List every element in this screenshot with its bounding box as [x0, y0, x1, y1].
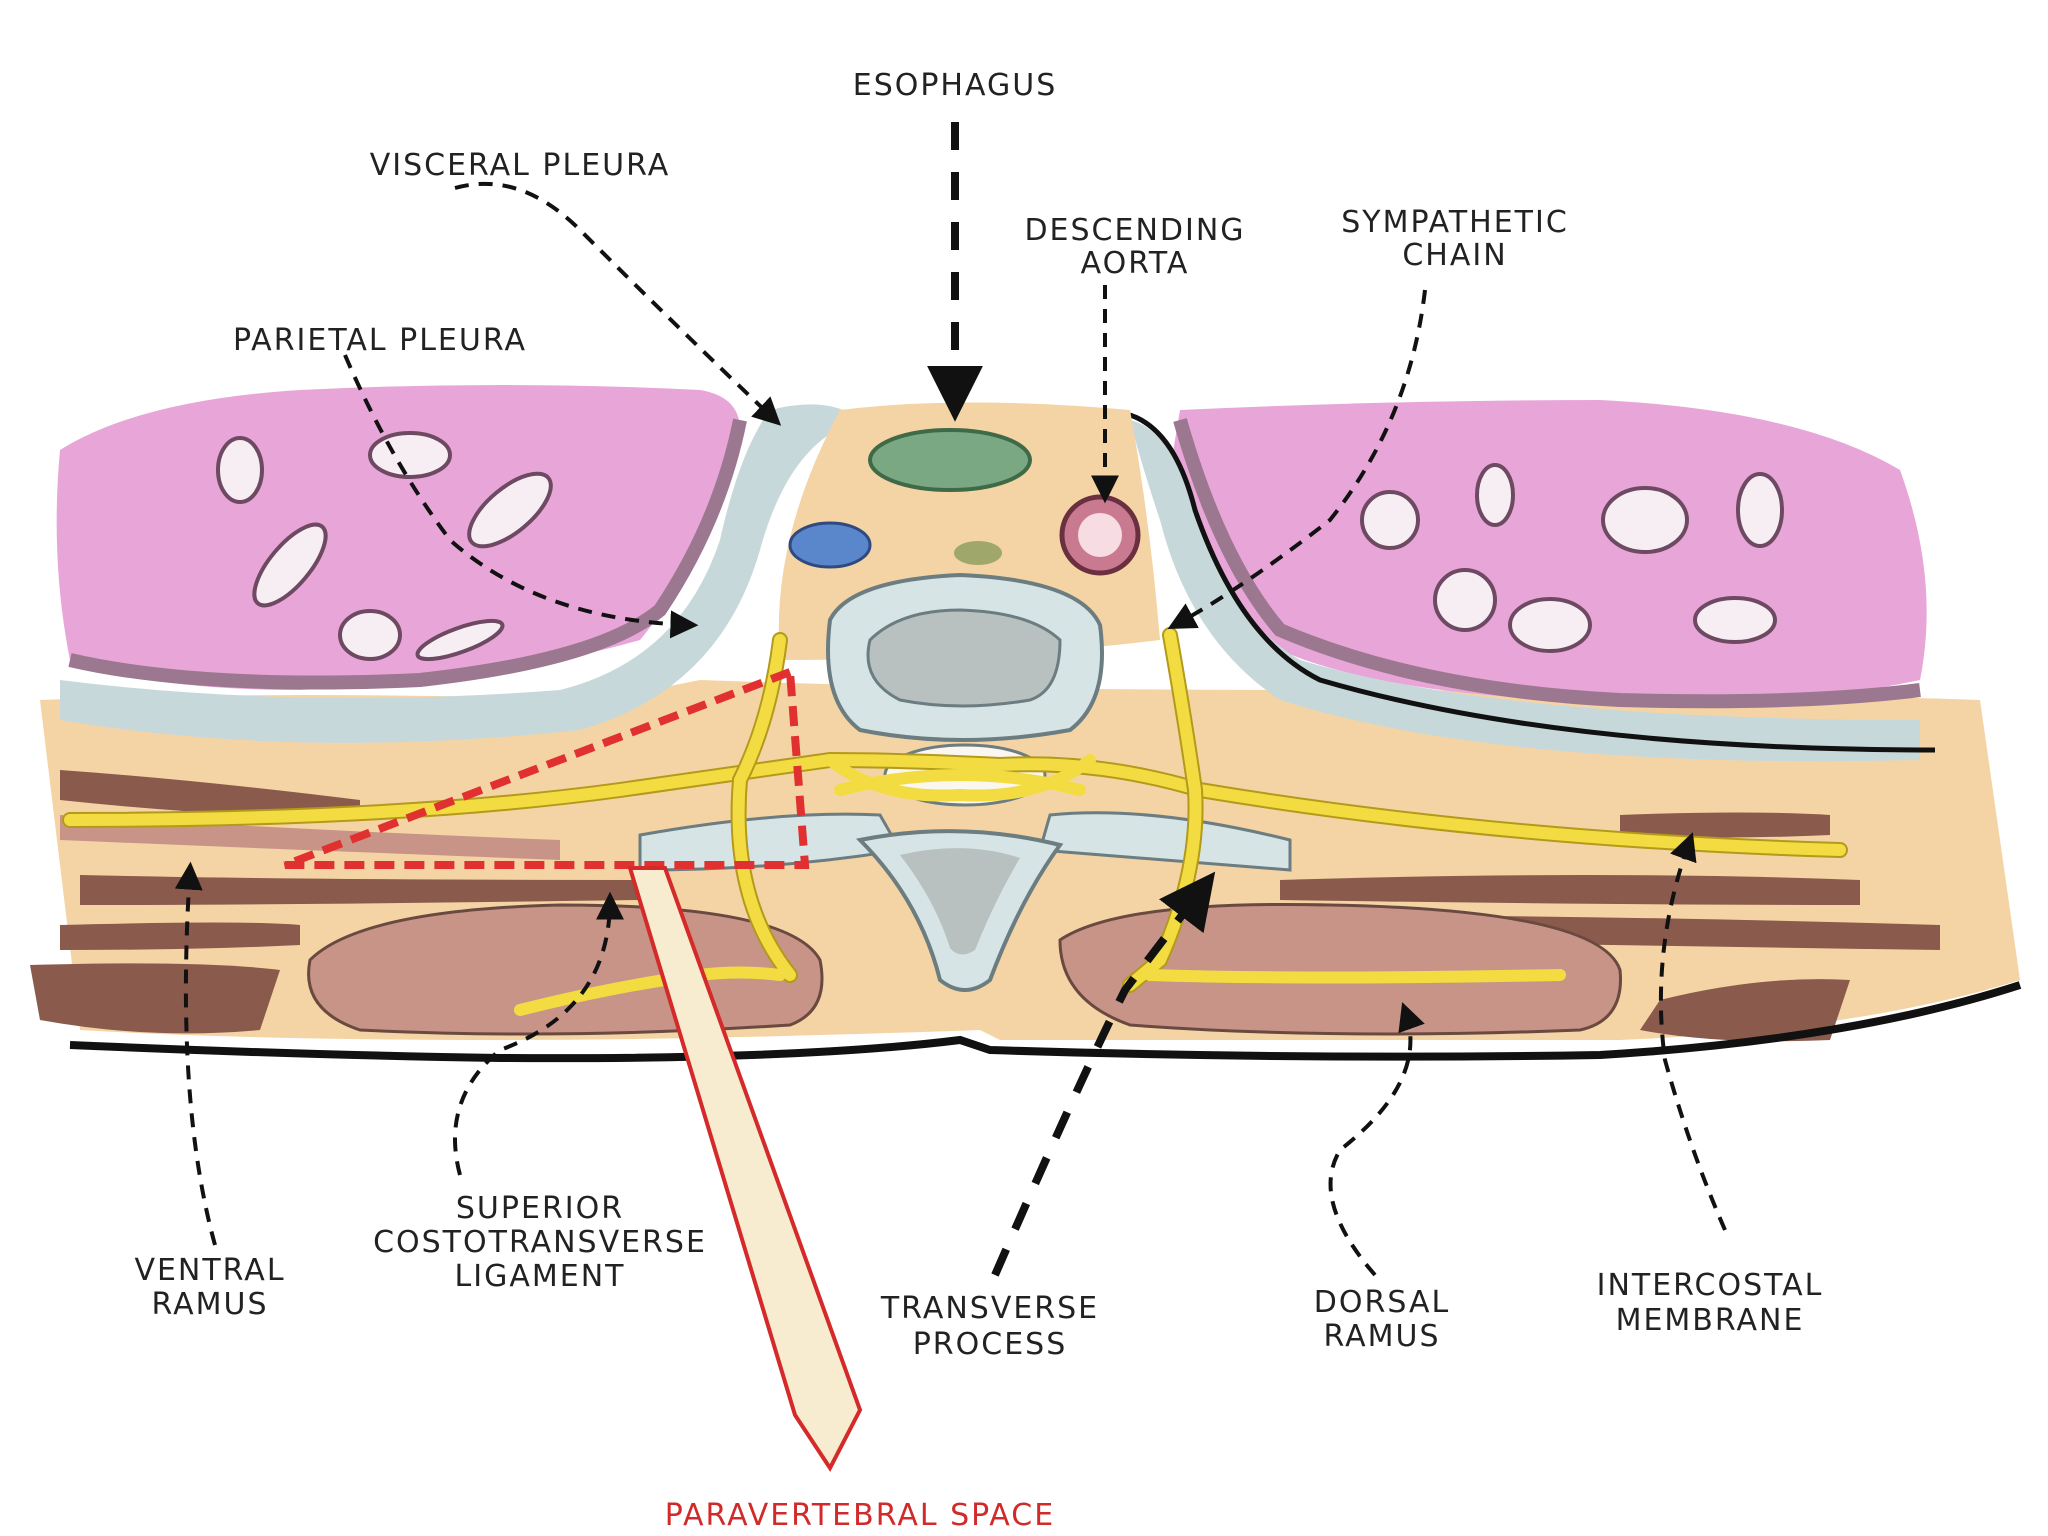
left-pleura: [60, 404, 860, 743]
aorta-lumen: [1078, 513, 1122, 557]
label-transverse-process-1: TRANSVERSE: [880, 1291, 1099, 1326]
spinous-process-core: [900, 848, 1020, 955]
transverse-process-right: [1038, 811, 1292, 872]
label-descending-aorta-1: DESCENDING: [1024, 213, 1245, 248]
label-transverse-process-2: PROCESS: [913, 1327, 1068, 1362]
label-ventral-ramus-2: RAMUS: [151, 1287, 268, 1322]
right-lung-edge: [1173, 418, 1921, 709]
label-sympathetic-chain-1: SYMPATHETIC: [1341, 205, 1569, 240]
esophagus: [868, 428, 1032, 492]
labels: ESOPHAGUS VISCERAL PLEURA DESCENDING AOR…: [134, 68, 1824, 1533]
label-sup-cost-lig-2: COSTOTRANSVERSE: [373, 1225, 707, 1260]
label-descending-aorta-2: AORTA: [1081, 246, 1190, 281]
skin-outline: [69, 981, 2022, 1063]
label-sup-cost-lig-1: SUPERIOR: [456, 1191, 624, 1226]
label-sup-cost-lig-3: LIGAMENT: [455, 1259, 626, 1294]
lung-air-spaces: [216, 431, 1784, 662]
label-parietal-pleura: PARIETAL PLEURA: [233, 323, 527, 358]
vertebral-body-core: [866, 608, 1062, 708]
label-paravertebral-space: PARAVERTEBRAL SPACE: [665, 1498, 1055, 1533]
label-sympathetic-chain-2: CHAIN: [1402, 238, 1507, 273]
label-dorsal-ramus-2: RAMUS: [1323, 1319, 1440, 1354]
label-dorsal-ramus-1: DORSAL: [1314, 1285, 1450, 1320]
paravertebral-space-outline: [283, 666, 810, 869]
label-intercostal-membrane-2: MEMBRANE: [1616, 1303, 1805, 1338]
thoracic-duct: [954, 541, 1002, 565]
leader-lines: [174, 122, 1727, 1277]
needle-icon: [627, 866, 863, 1472]
label-intercostal-membrane-1: INTERCOSTAL: [1597, 1268, 1824, 1303]
left-lung-edge: [68, 418, 747, 690]
right-paraspinal-muscle: [1058, 902, 1622, 1036]
intercostal-muscles: [30, 770, 1940, 1042]
right-pleura: [1130, 420, 1920, 762]
label-esophagus: ESOPHAGUS: [853, 68, 1058, 103]
azygos-vein: [788, 521, 872, 569]
label-ventral-ramus-1: VENTRAL: [134, 1253, 285, 1288]
label-visceral-pleura: VISCERAL PLEURA: [370, 148, 671, 183]
pleura-outline-right: [1129, 412, 1936, 753]
